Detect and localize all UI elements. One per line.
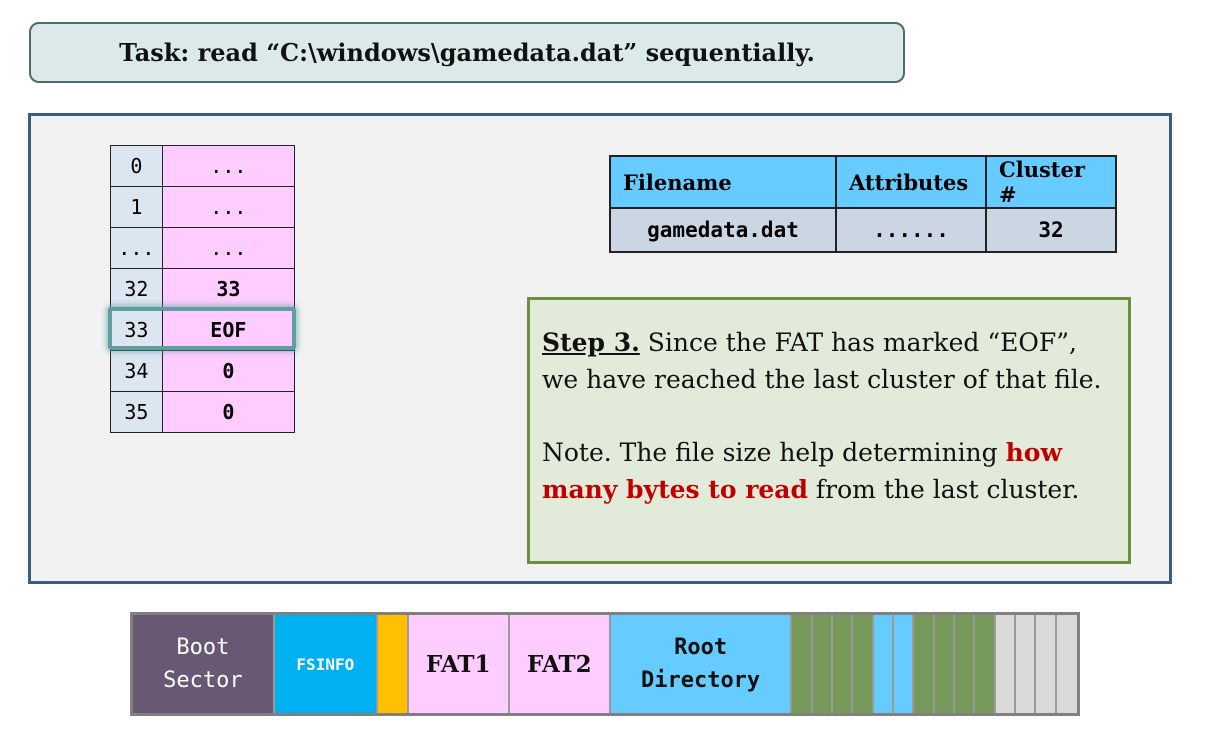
fat-value: 0 [161,391,296,433]
entry-cluster: 32 [985,207,1117,253]
root-label-line2: Directory [640,668,761,693]
data-cluster-free [1056,615,1078,713]
paragraph-gap [542,398,1116,434]
data-cluster-used [914,615,935,713]
header-cluster: Cluster # [985,155,1117,209]
data-cluster-used [832,615,854,713]
data-cluster-used [812,615,833,713]
entry-filename: gamedata.dat [609,207,837,253]
fsinfo-segment: FSINFO [274,615,378,713]
fat-value-eof: EOF [161,309,296,351]
fat-value: 0 [161,350,296,392]
fat-row: 35 0 [110,391,296,433]
data-cluster-used [975,615,996,713]
fat-row: 32 33 [110,268,296,310]
fat-row: 0 ... [110,145,296,187]
boot-label-line1: Boot [176,635,230,660]
note-highlight: how many bytes to read [542,438,1062,504]
data-cluster-free [995,615,1017,713]
fat2-label: FAT2 [526,650,592,678]
task-text: Task: read “C:\windows\gamedata.dat” seq… [119,38,815,67]
fat-index: ... [110,227,163,269]
data-cluster-used [934,615,956,713]
fat-row: 34 0 [110,350,296,392]
directory-cluster [894,615,915,713]
fat-index: 32 [110,268,163,310]
fsinfo-label: FSINFO [296,654,355,674]
task-banner: Task: read “C:\windows\gamedata.dat” seq… [29,22,905,83]
fat-row: ... ... [110,227,296,269]
data-cluster-used [853,615,874,713]
fat-index: 35 [110,391,163,433]
reserved-segment [377,615,409,713]
fat-value: 33 [161,268,296,310]
directory-entry-table: Filename Attributes Cluster # gamedata.d… [609,155,1117,253]
fat-index: 1 [110,186,163,228]
fat-table: 0 ... 1 ... ... ... 32 33 33 EOF 34 0 35… [110,145,296,433]
data-cluster-used [792,615,813,713]
directory-entry-row: gamedata.dat ...... 32 [609,207,1117,253]
data-cluster-free [1036,615,1057,713]
directory-cluster [873,615,895,713]
note-paragraph: Note. The file size help determining how… [542,434,1116,508]
header-attributes: Attributes [835,155,987,209]
fat-index: 0 [110,145,163,187]
step-text: Since the FAT has marked “EOF”, we have … [542,328,1102,394]
fat1-label: FAT1 [425,650,491,678]
step-explanation-box: Step 3. Since the FAT has marked “EOF”, … [527,297,1131,564]
data-cluster-free [1016,615,1037,713]
entry-attributes: ...... [835,207,987,253]
root-label-line1: Root [674,635,728,660]
boot-label-line2: Sector [163,668,243,693]
fat-value: ... [161,145,296,187]
step-paragraph: Step 3. Since the FAT has marked “EOF”, … [542,324,1116,398]
fat1-segment: FAT1 [408,615,510,713]
fat-value: ... [161,227,296,269]
note-prefix: Note. The file size help determining [542,438,1006,467]
step-heading: Step 3. [542,328,640,357]
fat2-segment: FAT2 [509,615,611,713]
note-suffix: from the last cluster. [807,475,1080,504]
fat-row: 1 ... [110,186,296,228]
header-filename: Filename [609,155,837,209]
data-cluster-used [955,615,976,713]
fat-row-eof: 33 EOF [110,309,296,351]
fat-index: 34 [110,350,163,392]
fat-index: 33 [110,309,163,351]
fat-value: ... [161,186,296,228]
directory-header-row: Filename Attributes Cluster # [609,155,1117,209]
